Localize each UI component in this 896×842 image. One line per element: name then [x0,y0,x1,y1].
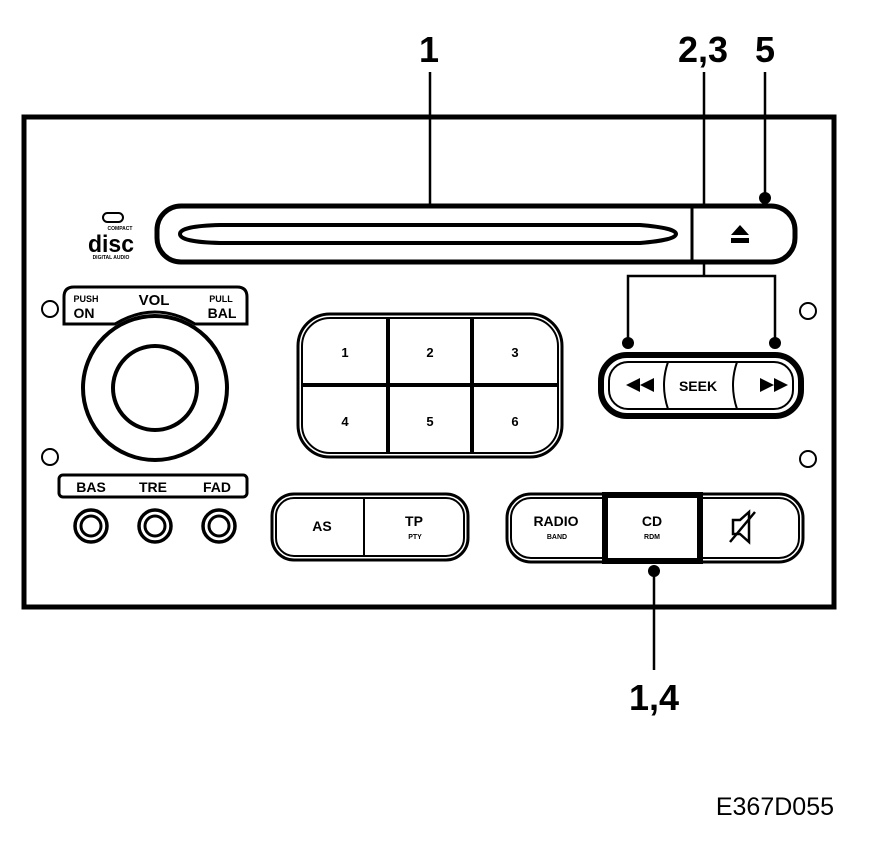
tone-label-box: BAS TRE FAD [57,473,249,499]
radio-label: RADIO [533,513,578,529]
as-button[interactable]: AS [278,500,362,554]
disc-logo-top: COMPACT [108,226,133,232]
eject-button[interactable] [694,209,792,259]
band-label: BAND [547,534,567,541]
preset-button-1[interactable]: 1 [304,320,386,383]
rdm-label: RDM [644,534,660,541]
seek-rocker [598,352,804,419]
preset-5-label: 5 [426,414,433,429]
preset-button-2[interactable]: 2 [390,320,470,383]
preset-button-4[interactable]: 4 [304,387,386,451]
cd-label: CD [642,513,662,529]
mounting-holes [41,300,817,468]
fader-knob[interactable] [201,508,237,544]
volume-on-label: ON [74,305,95,321]
volume-knob[interactable] [81,314,229,462]
mute-icon [729,509,756,545]
treble-knob[interactable] [137,508,173,544]
callout-5: 5 [755,29,775,70]
as-label: AS [312,518,331,534]
bass-knob[interactable] [73,508,109,544]
preset-keypad [296,312,564,459]
tone-bas-label: BAS [76,479,106,495]
compact-disc-logo: COMPACT disc DIGITAL AUDIO [88,212,134,261]
cd-slot[interactable] [177,223,679,245]
volume-pull-label: PULL [209,294,233,304]
volume-vol-label: VOL [139,292,170,309]
preset-4-label: 4 [341,414,349,429]
seek-back-icon [626,378,654,392]
callout-1-4: 1,4 [629,677,679,718]
preset-button-3[interactable]: 3 [474,320,556,383]
volume-push-label: PUSH [73,294,98,304]
eject-icon [731,225,749,243]
preset-1-label: 1 [341,345,348,360]
cd-rdm-button[interactable]: CD RDM [602,492,703,564]
figure-code: E367D055 [716,793,834,821]
preset-button-6[interactable]: 6 [474,387,556,451]
volume-label-box: PUSH ON VOL PULL BAL [62,285,249,326]
preset-3-label: 3 [511,345,518,360]
callout-2-3: 2,3 [678,29,728,70]
radio-band-button[interactable]: RADIO BAND [513,500,603,556]
as-tp-panel [270,492,470,562]
radio-faceplate [21,114,837,610]
seek-back-button[interactable] [611,364,666,407]
seek-forward-icon [760,378,788,392]
pty-label: PTY [408,534,422,541]
callout-1: 1 [419,29,439,70]
tp-label: TP [405,513,423,529]
tone-tre-label: TRE [139,479,167,495]
preset-2-label: 2 [426,345,433,360]
preset-button-5[interactable]: 5 [390,387,470,451]
seek-forward-button[interactable] [739,364,791,407]
mute-button[interactable] [703,500,797,556]
disc-logo-main: disc [88,231,134,258]
preset-6-label: 6 [511,414,518,429]
tone-fad-label: FAD [203,479,231,495]
tp-button[interactable]: TP PTY [366,500,462,554]
volume-bal-label: BAL [208,305,237,321]
seek-label: SEEK [679,378,717,394]
disc-logo-bottom: DIGITAL AUDIO [93,255,130,261]
